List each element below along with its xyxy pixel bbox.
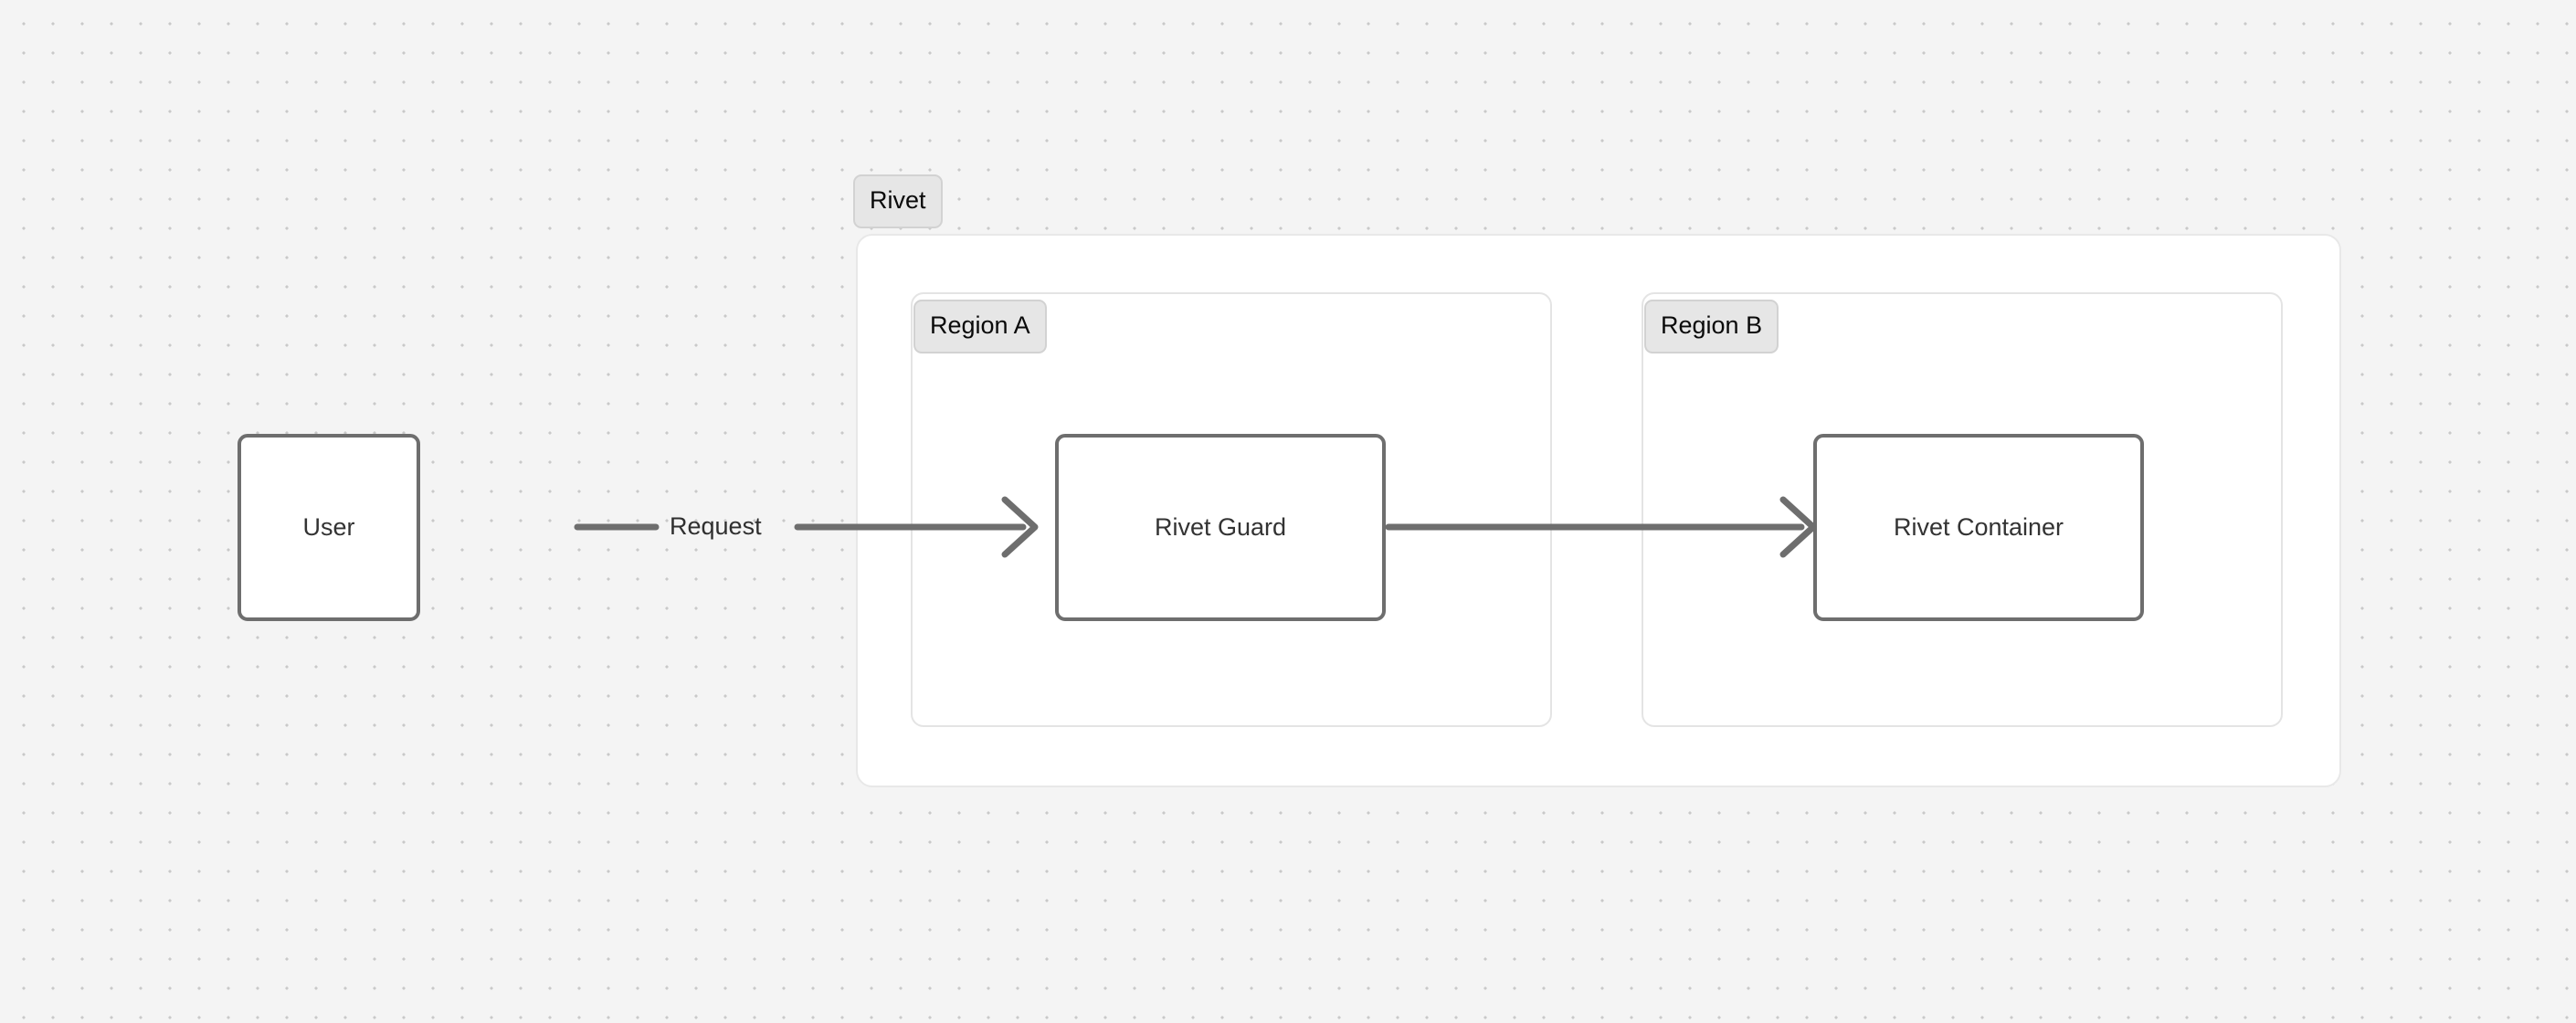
group-label-region-b[interactable]: Region B <box>1644 300 1779 353</box>
node-rivet-guard[interactable]: Rivet Guard <box>1055 434 1386 621</box>
group-label-region-a[interactable]: Region A <box>913 300 1047 353</box>
edge-label-request: Request <box>670 512 762 540</box>
node-rivet-guard-label: Rivet Guard <box>1154 513 1287 541</box>
node-user[interactable]: User <box>238 434 420 621</box>
node-rivet-container-label: Rivet Container <box>1893 513 2064 541</box>
group-label-rivet[interactable]: Rivet <box>853 174 943 228</box>
node-rivet-container[interactable]: Rivet Container <box>1813 434 2144 621</box>
node-user-label: User <box>302 513 355 541</box>
